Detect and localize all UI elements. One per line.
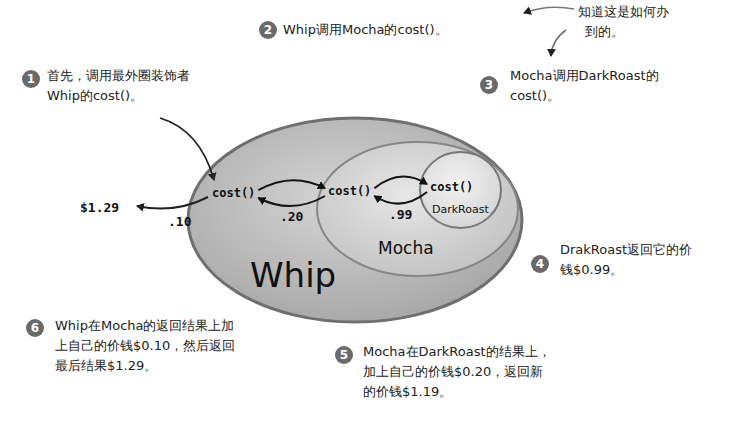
callout-text: Whip在Mocha的返回结果上加 上自己的价钱$0.10，然后返回 最后结果$… xyxy=(55,316,241,376)
result-value: $1.29 xyxy=(80,200,119,215)
callout-text: Mocha在DarkRoast的结果上， 加上自己的价钱$0.20，返回新 的价… xyxy=(363,342,559,402)
callout-number: 3 xyxy=(480,76,498,94)
component-name: DarkRoast xyxy=(432,203,489,216)
decorator-oval: cost() DarkRoast xyxy=(418,150,503,230)
callout-number: 2 xyxy=(259,21,277,39)
price-label: .10 xyxy=(168,214,191,229)
price-label: .20 xyxy=(280,209,303,224)
decorator-oval: cost() Whip cost() Mocha cost() DarkRoast xyxy=(185,115,525,325)
oval-shape xyxy=(317,142,518,276)
decorator-name: Mocha xyxy=(378,238,434,258)
callout-number: 6 xyxy=(26,319,44,337)
oval-shape xyxy=(188,118,522,322)
method-call: cost() xyxy=(212,186,255,200)
decorator-name: Whip xyxy=(250,258,336,292)
callout-number: 1 xyxy=(22,70,40,88)
callout-text: Mocha调用DarkRoast的 cost()。 xyxy=(510,66,675,106)
method-call: cost() xyxy=(430,180,473,194)
decorator-oval: cost() Mocha cost() DarkRoast xyxy=(315,140,520,278)
callout-text: Whip调用Mocha的cost()。 xyxy=(283,20,448,40)
callout-text: 首先，调用最外圈装饰者 Whip的cost()。 xyxy=(47,66,197,106)
note-text: 知道这是如何办 xyxy=(578,2,669,22)
callout-number: 4 xyxy=(531,255,549,273)
oval-shape xyxy=(420,152,501,228)
leader-arrow xyxy=(160,118,214,180)
leader-arrow xyxy=(524,7,574,13)
note-text: 到的。 xyxy=(585,22,624,42)
leader-arrow xyxy=(551,30,566,56)
callout-text: DrakRoast返回它的价 钱$0.99。 xyxy=(560,240,702,280)
price-label: .99 xyxy=(389,207,412,222)
callout-number: 5 xyxy=(335,346,353,364)
method-call: cost() xyxy=(328,184,371,198)
